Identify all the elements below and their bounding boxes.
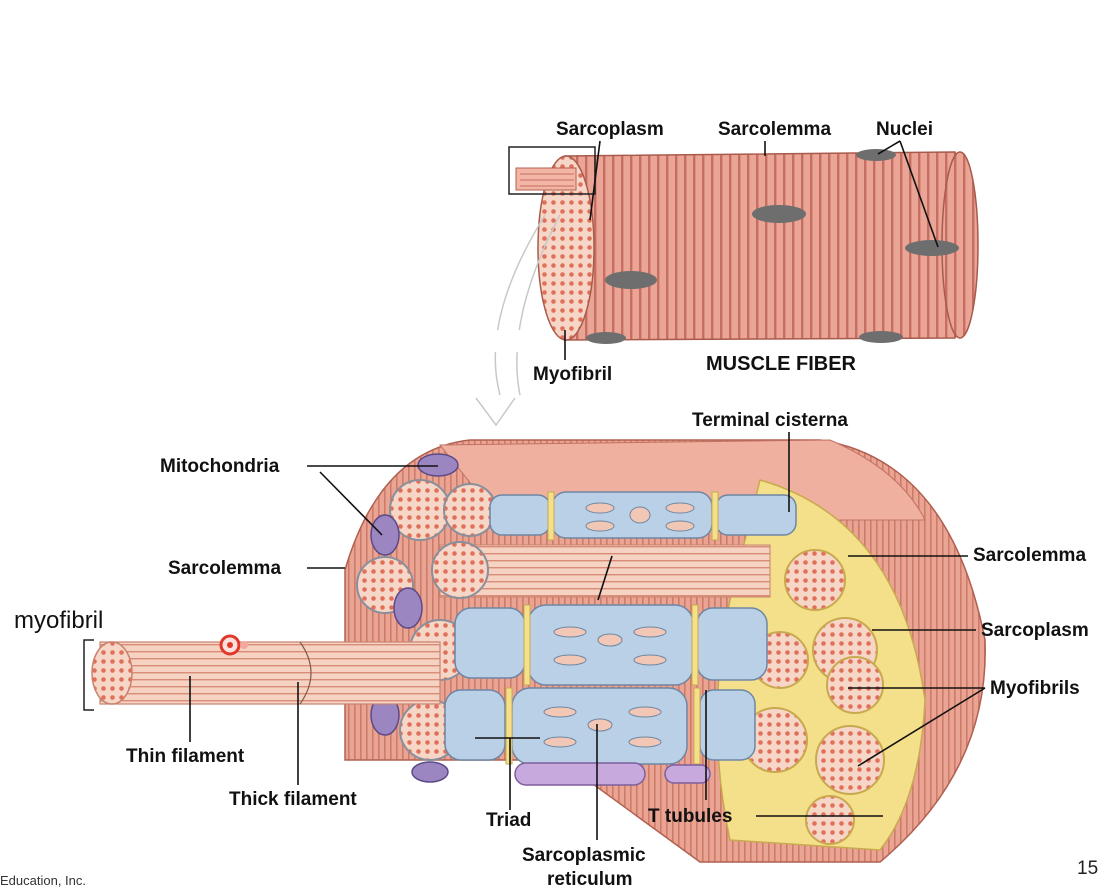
nucleus <box>856 149 896 161</box>
label-t-tubules: T tubules <box>648 806 732 827</box>
reticulum-openings <box>543 502 695 748</box>
label-sarcolemma-left: Sarcolemma <box>168 558 281 579</box>
myofibril-bracket <box>83 639 94 711</box>
label-sarcolemma-top: Sarcolemma <box>718 119 831 140</box>
extended-myofibril <box>91 641 441 705</box>
nucleus <box>752 205 806 223</box>
label-myofibrils-right: Myofibrils <box>990 678 1080 699</box>
bottom-leader-lines <box>189 432 986 840</box>
label-terminal-cisterna: Terminal cisterna <box>692 410 848 431</box>
nucleus <box>586 332 626 344</box>
copyright-fragment: Education, Inc. <box>0 873 86 888</box>
label-triad: Triad <box>486 810 531 831</box>
nucleus <box>605 271 657 289</box>
label-sarcoplasm-top: Sarcoplasm <box>556 119 664 140</box>
nucleus <box>859 331 903 343</box>
annotation-myofibril: myofibril <box>14 607 103 634</box>
magnification-box <box>508 146 596 195</box>
label-sarcolemma-right: Sarcolemma <box>973 545 1086 566</box>
cross-section-illustration <box>83 439 986 863</box>
nucleus <box>905 240 959 256</box>
label-myofibril-top: Myofibril <box>533 364 612 385</box>
top-leader-lines <box>564 140 939 360</box>
label-thick-filament: Thick filament <box>229 789 357 810</box>
zoom-arrow <box>475 214 561 427</box>
pointer-indicator <box>219 634 248 656</box>
label-sarcoplasmic-reticulum-1: Sarcoplasmic <box>522 845 646 866</box>
label-sarcoplasmic-reticulum-2: reticulum <box>547 869 633 890</box>
protruding-myofibril <box>515 167 577 191</box>
page-number: 15 <box>1077 858 1098 879</box>
label-nuclei: Nuclei <box>876 119 933 140</box>
muscle-fiber-illustration <box>475 146 979 427</box>
label-muscle-fiber: MUSCLE FIBER <box>706 353 857 375</box>
label-sarcoplasm-right: Sarcoplasm <box>981 620 1089 641</box>
label-mitochondria: Mitochondria <box>160 456 280 477</box>
mitochondria-group <box>370 453 711 786</box>
t-tubule-bands <box>505 491 719 765</box>
label-thin-filament: Thin filament <box>126 746 245 767</box>
sarcoplasmic-reticulum-segments <box>444 491 797 765</box>
